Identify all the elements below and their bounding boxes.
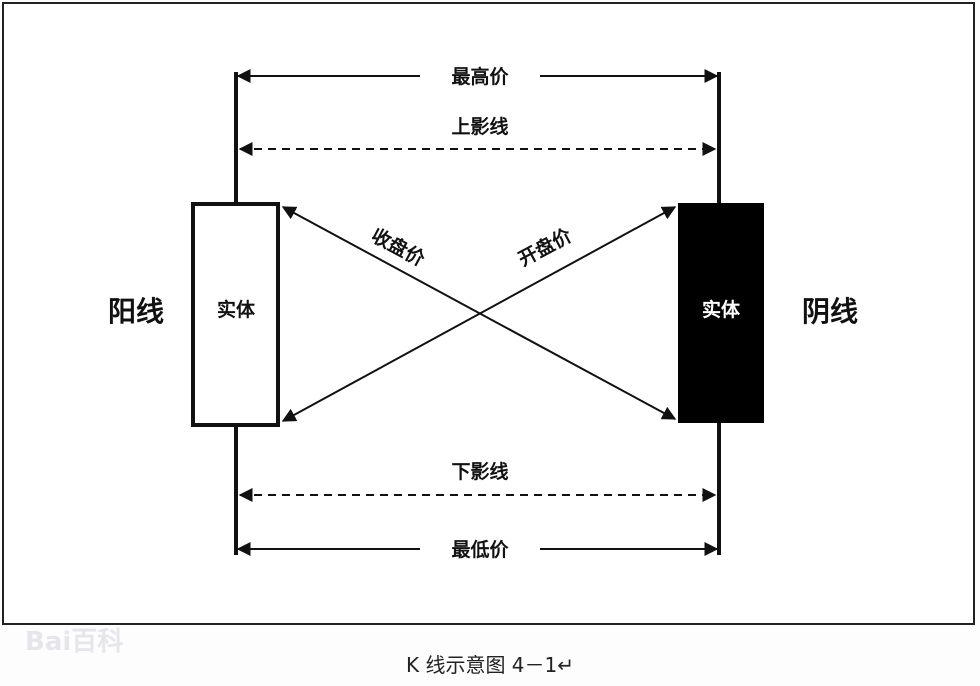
- highest-price-label: 最高价: [451, 65, 509, 88]
- bearish-line-label: 阴线: [802, 295, 858, 328]
- figure-caption: K 线示意图 4－1↵: [406, 653, 574, 677]
- bullish-body-label: 实体: [217, 298, 256, 321]
- bearish-body-label: 实体: [702, 298, 741, 321]
- watermark: Bai百科: [25, 627, 123, 657]
- upper-shadow-label: 上影线: [451, 115, 508, 138]
- lowest-price-label: 最低价: [451, 538, 509, 561]
- bullish-body: [191, 202, 280, 427]
- bullish-line-label: 阳线: [108, 295, 164, 328]
- lower-shadow-label: 下影线: [451, 460, 508, 483]
- bearish-body: [678, 203, 764, 423]
- open-price-arrow: [281, 206, 677, 422]
